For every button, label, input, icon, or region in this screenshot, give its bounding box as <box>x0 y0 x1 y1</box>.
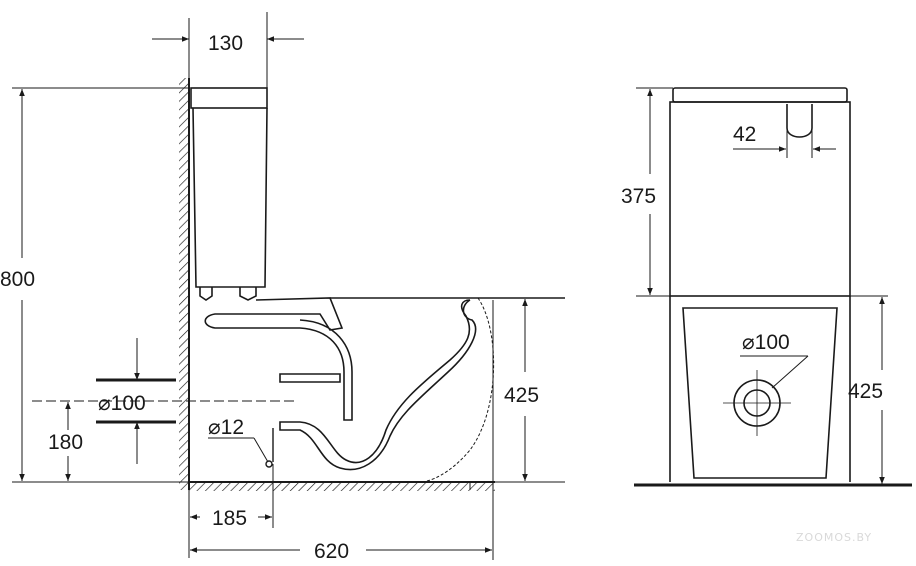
dim-tank-depth: 130 <box>208 32 243 55</box>
bowl-profile-dashed <box>419 297 495 483</box>
siphon-ledge <box>279 373 341 383</box>
side-view: 130 800 ⌀100 180 ⌀12 185 620 425 <box>0 12 565 563</box>
bowl-rim <box>204 297 353 421</box>
watermark: ZOOMOS.BY <box>796 531 872 544</box>
front-pedestal <box>669 296 851 482</box>
tank-lid <box>190 87 268 109</box>
dim-inlet-offset: 185 <box>212 507 247 530</box>
bowl-outer <box>279 299 477 471</box>
front-tank-body <box>669 101 851 297</box>
front-tank-lid <box>672 87 848 103</box>
tank-connector <box>199 287 257 301</box>
dim-outlet-height: 180 <box>48 431 83 454</box>
dim-bowl-height-side: 425 <box>504 384 539 407</box>
dim-button-width: 42 <box>733 123 756 146</box>
wall-hatch <box>179 78 189 490</box>
dim-bowl-height-front: 425 <box>848 380 883 403</box>
floor-hatch <box>189 482 495 491</box>
dim-total-length: 620 <box>314 540 349 563</box>
dim-tank-height: 375 <box>621 185 656 208</box>
inlet-point <box>265 460 273 468</box>
dim-outlet-diameter-front: ⌀100 <box>742 331 790 354</box>
dim-total-height: 800 <box>0 268 35 291</box>
tank-body <box>192 107 268 288</box>
dim-outlet-diameter-side: ⌀100 <box>98 392 146 415</box>
dim-inlet-diameter: ⌀12 <box>208 416 244 439</box>
flush-button <box>786 104 813 138</box>
front-view: 42 375 ⌀100 425 <box>621 87 912 487</box>
